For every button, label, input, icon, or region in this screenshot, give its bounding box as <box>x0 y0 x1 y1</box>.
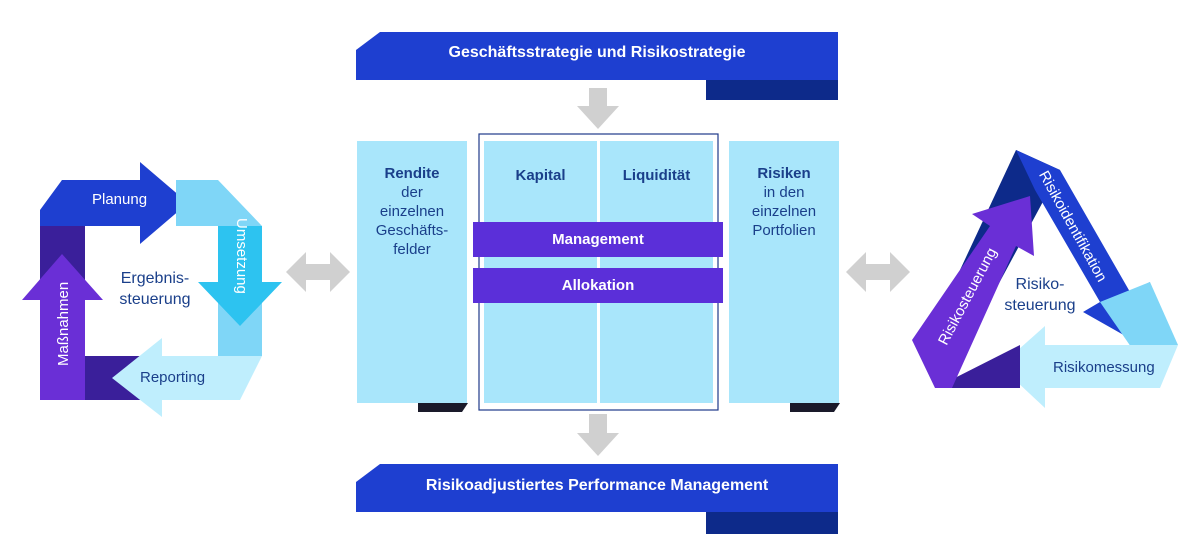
risikosteuerung-line-2: steuerung <box>1004 297 1076 314</box>
liquiditaet-text: Liquidität <box>600 166 713 185</box>
kapital-title: Kapital <box>515 167 566 184</box>
umsetzung-arrow <box>198 226 282 326</box>
liquiditaet-title: Liquidität <box>622 167 691 184</box>
umsetzung-label: Umsetzung <box>233 218 250 294</box>
column-risiken <box>729 141 839 403</box>
ergebnissteuerung-line-1: Ergebnis- <box>120 270 190 287</box>
risiken-line-3: Portfolien <box>752 222 816 239</box>
risikosteuerung-arrow <box>912 196 1034 388</box>
risiken-text: Risiken in den einzelnen Portfolien <box>729 164 839 240</box>
reporting-label: Reporting <box>140 369 206 386</box>
double-arrow-left <box>286 252 350 292</box>
rendite-shadow <box>418 403 468 412</box>
down-arrow-top <box>577 88 619 129</box>
bottom-banner-label: Risikoadjustiertes Performance Managemen… <box>425 477 769 494</box>
kapital-text: Kapital <box>484 166 597 185</box>
risikomessung-label: Risikomessung <box>1053 359 1155 376</box>
bottom-banner-shape <box>356 464 838 512</box>
rendite-line-2: einzelnen <box>379 203 445 220</box>
risikosteuerung-line-1: Risiko- <box>1015 276 1065 293</box>
down-arrow-bottom <box>577 414 619 456</box>
allokation-bar: Allokation <box>473 268 723 303</box>
risikomessung-arrow <box>1000 326 1178 408</box>
rendite-line-1: der <box>401 184 423 201</box>
rendite-title: Rendite <box>384 165 440 182</box>
risikoidentifikation-arrow <box>1016 150 1150 342</box>
planung-label: Planung <box>92 191 148 208</box>
risiken-line-2: einzelnen <box>751 203 817 220</box>
column-rendite <box>357 141 467 403</box>
double-arrow-right <box>846 252 910 292</box>
ergebnissteuerung-label: Ergebnis- steuerung <box>100 268 210 310</box>
massnahmen-arrow <box>22 254 103 400</box>
risiken-shadow <box>790 403 840 412</box>
risiken-title: Risiken <box>757 165 811 182</box>
bottom-banner-fold <box>706 506 838 534</box>
rendite-text: Rendite der einzelnen Geschäfts- felder <box>357 164 467 259</box>
rendite-line-3: Geschäfts- <box>375 222 449 239</box>
planung-arrow <box>40 162 188 244</box>
risikomessung-arrow-light <box>1100 282 1178 360</box>
top-banner-shape <box>356 32 838 80</box>
risiken-line-1: in den <box>763 184 805 201</box>
top-banner-label: Geschäftsstrategie und Risikostrategie <box>448 44 746 61</box>
massnahmen-label: Maßnahmen <box>55 281 72 366</box>
rendite-line-4: felder <box>393 241 431 258</box>
management-bar: Management <box>473 222 723 257</box>
reporting-arrow <box>112 338 262 417</box>
risikosteuerung-center-label: Risiko- steuerung <box>990 274 1090 316</box>
ergebnissteuerung-line-2: steuerung <box>119 291 191 308</box>
